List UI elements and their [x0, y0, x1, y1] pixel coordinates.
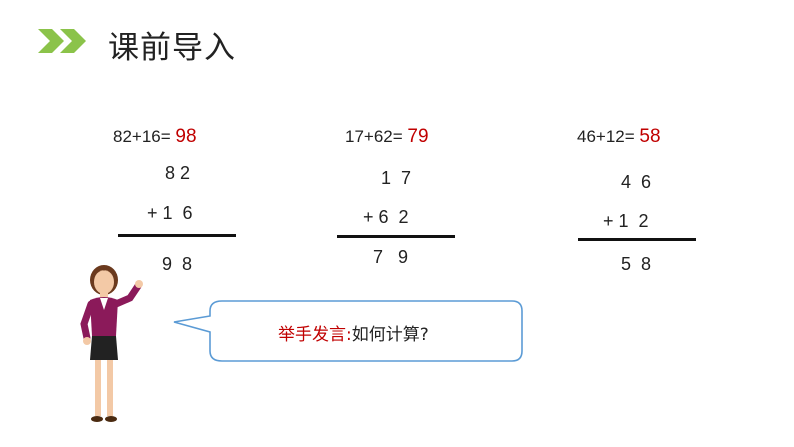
bubble-question: 如何计算? — [351, 325, 429, 345]
equation-text: 46+12= — [577, 127, 635, 146]
vertical-top-number: 1 7 — [381, 168, 412, 188]
bubble-prefix: 举手发言: — [278, 325, 352, 345]
equation: 82+16= 98 — [113, 126, 197, 148]
equation: 17+62= 79 — [345, 126, 429, 148]
answer: 58 — [639, 126, 661, 147]
sum-line — [118, 234, 236, 237]
vertical-result: 7 9 — [373, 247, 409, 267]
vertical-addend: + 1 6 — [147, 203, 193, 223]
vertical-top-number: 8 2 — [165, 163, 191, 183]
vertical-addend: + 6 2 — [363, 207, 409, 227]
equation: 46+12= 58 — [577, 126, 661, 148]
teacher-illustration — [80, 265, 143, 422]
vertical-top-number: 4 6 — [621, 172, 652, 192]
double-chevron-right-icon — [38, 29, 86, 53]
vertical-result: 5 8 — [621, 254, 652, 274]
vertical-result: 9 8 — [162, 254, 193, 274]
bubble-text: 举手发言:如何计算? — [278, 320, 429, 345]
answer: 98 — [175, 126, 197, 147]
sum-line — [337, 235, 455, 238]
speech-bubble — [173, 300, 523, 362]
sum-line — [578, 238, 696, 241]
equation-text: 17+62= — [345, 127, 403, 146]
answer: 79 — [407, 126, 429, 147]
vertical-addend: + 1 2 — [603, 211, 649, 231]
equation-text: 82+16= — [113, 127, 171, 146]
page-title: 课前导入 — [108, 30, 236, 66]
